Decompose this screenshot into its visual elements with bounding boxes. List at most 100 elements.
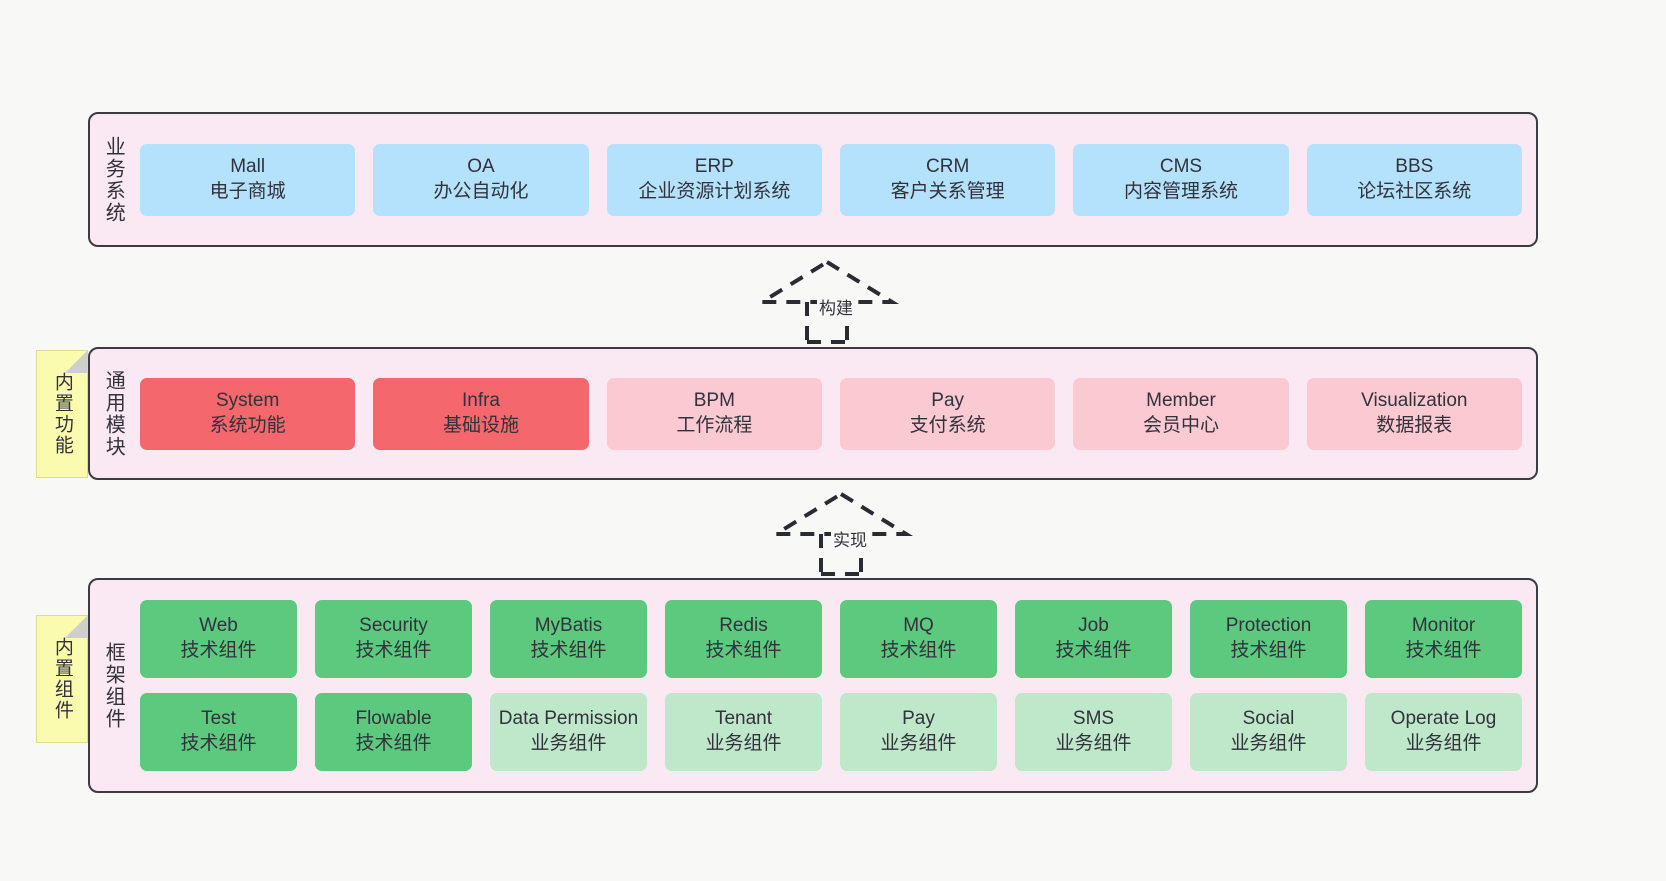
node-social-en: Social [1242, 708, 1295, 730]
layer-framework-components: 框架组件 Web 技术组件 Security 技术组件 MyBatis 技术组件… [88, 578, 1538, 793]
node-sms-cn: 业务组件 [1055, 733, 1132, 754]
row-business-systems: Mall 电子商城 OA 办公自动化 ERP 企业资源计划系统 CRM 客户关系… [140, 143, 1522, 216]
node-oa-en: OA [467, 155, 495, 177]
node-member[interactable]: Member 会员中心 [1073, 377, 1289, 450]
node-protection-en: Protection [1225, 615, 1312, 637]
node-oa-cn: 办公自动化 [433, 180, 529, 202]
node-protection[interactable]: Protection 技术组件 [1190, 600, 1347, 678]
node-infra-cn: 基础设施 [442, 414, 519, 436]
node-tenant[interactable]: Tenant 业务组件 [665, 693, 822, 771]
node-pay-module[interactable]: Pay 支付系统 [839, 377, 1056, 450]
node-web[interactable]: Web 技术组件 [140, 600, 297, 678]
node-security[interactable]: Security 技术组件 [315, 600, 472, 678]
node-crm-cn: 客户关系管理 [890, 180, 1005, 202]
node-mq-en: MQ [903, 615, 934, 637]
node-pay-module-en: Pay [931, 389, 965, 411]
node-erp-en: ERP [694, 155, 734, 177]
layer-body-framework-components: Web 技术组件 Security 技术组件 MyBatis 技术组件 Redi… [136, 580, 1536, 791]
node-data-permission-cn: 业务组件 [530, 733, 607, 754]
node-tenant-en: Tenant [714, 708, 773, 730]
node-security-en: Security [359, 615, 428, 637]
node-mq[interactable]: MQ 技术组件 [840, 600, 997, 678]
node-monitor[interactable]: Monitor 技术组件 [1365, 600, 1522, 678]
node-monitor-en: Monitor [1411, 615, 1476, 637]
node-monitor-cn: 技术组件 [1405, 640, 1482, 661]
note-builtin-components-label: 内置组件 [51, 637, 73, 721]
node-member-cn: 会员中心 [1142, 414, 1219, 436]
node-infra-en: Infra [461, 389, 500, 411]
layer-title-framework-components: 框架组件 [102, 641, 125, 730]
node-pay-component-cn: 业务组件 [880, 733, 957, 754]
node-web-en: Web [199, 615, 238, 637]
node-bpm-en: BPM [693, 389, 735, 411]
node-infra[interactable]: Infra 基础设施 [373, 377, 589, 450]
node-protection-cn: 技术组件 [1230, 640, 1307, 661]
note-builtin-components: 内置组件 [36, 615, 88, 743]
node-flowable[interactable]: Flowable 技术组件 [315, 693, 472, 771]
node-flowable-en: Flowable [355, 708, 432, 730]
node-social-cn: 业务组件 [1230, 733, 1307, 754]
note-builtin-functions-label: 内置功能 [51, 372, 73, 456]
note-builtin-functions: 内置功能 [36, 350, 88, 478]
node-sms[interactable]: SMS 业务组件 [1015, 693, 1172, 771]
node-mall-cn: 电子商城 [209, 180, 286, 202]
node-test-en: Test [201, 708, 236, 730]
arrow-implement-label: 实现 [831, 526, 869, 551]
node-mybatis[interactable]: MyBatis 技术组件 [490, 600, 647, 678]
node-job[interactable]: Job 技术组件 [1015, 600, 1172, 678]
node-cms-cn: 内容管理系统 [1123, 180, 1238, 202]
node-job-en: Job [1078, 615, 1109, 637]
node-bbs-cn: 论坛社区系统 [1357, 180, 1472, 202]
node-mall-en: Mall [230, 155, 266, 177]
node-test[interactable]: Test 技术组件 [140, 693, 297, 771]
arrow-implement: 实现 [766, 490, 916, 576]
node-operate-log[interactable]: Operate Log 业务组件 [1365, 693, 1522, 771]
node-data-permission[interactable]: Data Permission 业务组件 [490, 693, 647, 771]
node-mybatis-en: MyBatis [534, 615, 603, 637]
node-member-en: Member [1146, 389, 1216, 411]
node-test-cn: 技术组件 [180, 733, 257, 754]
arrow-build-label: 构建 [817, 294, 855, 319]
row-framework-business: Test 技术组件 Flowable 技术组件 Data Permission … [140, 693, 1522, 771]
node-visualization-en: Visualization [1361, 389, 1468, 411]
node-erp[interactable]: ERP 企业资源计划系统 [606, 143, 822, 216]
node-system[interactable]: System 系统功能 [140, 377, 356, 450]
node-sms-en: SMS [1072, 708, 1115, 730]
node-visualization-cn: 数据报表 [1376, 414, 1453, 436]
arrow-build: 构建 [752, 258, 902, 344]
node-mq-cn: 技术组件 [880, 640, 957, 661]
row-common-modules: System 系统功能 Infra 基础设施 BPM 工作流程 Pay 支付系统… [140, 377, 1522, 450]
node-crm-en: CRM [926, 155, 970, 177]
node-redis[interactable]: Redis 技术组件 [665, 600, 822, 678]
node-bbs-en: BBS [1395, 155, 1434, 177]
layer-body-business-systems: Mall 电子商城 OA 办公自动化 ERP 企业资源计划系统 CRM 客户关系… [136, 114, 1536, 245]
node-cms-en: CMS [1159, 155, 1203, 177]
node-job-cn: 技术组件 [1055, 640, 1132, 661]
node-pay-component-en: Pay [902, 708, 935, 730]
node-data-permission-en: Data Permission [498, 708, 639, 730]
node-bpm-cn: 工作流程 [676, 414, 753, 436]
layer-common-modules: 通用模块 System 系统功能 Infra 基础设施 BPM 工作流程 Pay… [88, 347, 1538, 480]
node-system-cn: 系统功能 [209, 414, 286, 436]
node-bpm[interactable]: BPM 工作流程 [606, 377, 822, 450]
node-social[interactable]: Social 业务组件 [1190, 693, 1347, 771]
row-framework-technical: Web 技术组件 Security 技术组件 MyBatis 技术组件 Redi… [140, 600, 1522, 678]
node-crm[interactable]: CRM 客户关系管理 [839, 143, 1056, 216]
node-pay-module-cn: 支付系统 [909, 414, 986, 436]
node-security-cn: 技术组件 [355, 640, 432, 661]
node-erp-cn: 企业资源计划系统 [638, 180, 791, 202]
node-cms[interactable]: CMS 内容管理系统 [1073, 143, 1289, 216]
node-mall[interactable]: Mall 电子商城 [140, 143, 356, 216]
node-bbs[interactable]: BBS 论坛社区系统 [1306, 143, 1522, 216]
layer-business-systems: 业务系统 Mall 电子商城 OA 办公自动化 ERP 企业资源计划系统 CRM… [88, 112, 1538, 247]
layer-title-business-systems: 业务系统 [102, 135, 125, 224]
node-flowable-cn: 技术组件 [355, 733, 432, 754]
node-oa[interactable]: OA 办公自动化 [373, 143, 589, 216]
layer-body-common-modules: System 系统功能 Infra 基础设施 BPM 工作流程 Pay 支付系统… [136, 349, 1536, 478]
node-tenant-cn: 业务组件 [705, 733, 782, 754]
node-redis-cn: 技术组件 [705, 640, 782, 661]
layer-title-common-modules: 通用模块 [102, 369, 125, 458]
node-visualization[interactable]: Visualization 数据报表 [1306, 377, 1522, 450]
node-pay-component[interactable]: Pay 业务组件 [840, 693, 997, 771]
node-redis-en: Redis [719, 615, 768, 637]
